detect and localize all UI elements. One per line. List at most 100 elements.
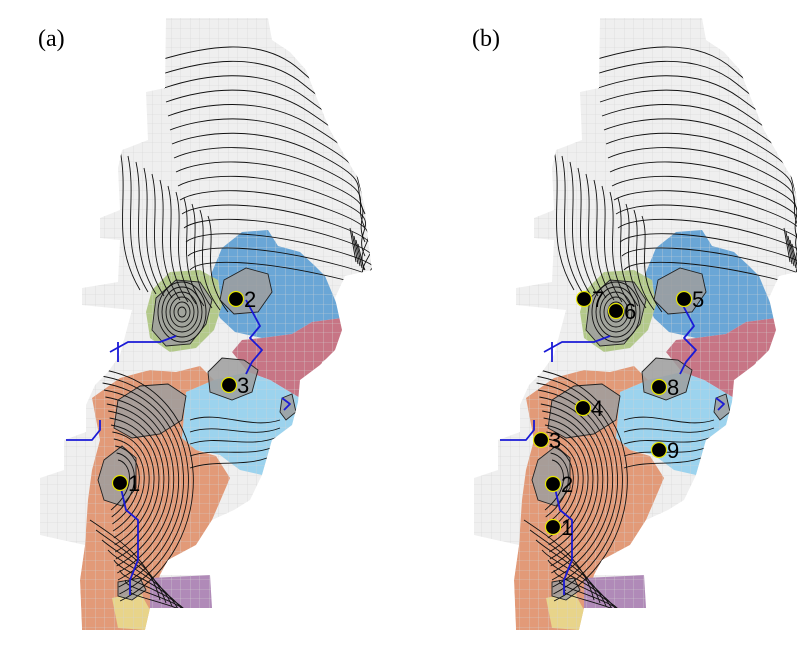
contour-line [103, 389, 179, 581]
contour-line [199, 209, 221, 311]
contour-line [151, 173, 173, 299]
marker-dot [574, 399, 592, 417]
contour-line [617, 218, 797, 299]
river-6 [715, 397, 725, 411]
marker-dot [544, 475, 562, 493]
marker-dot [220, 376, 238, 394]
marker-label: 4 [591, 396, 603, 421]
contour-line [110, 459, 130, 511]
marker-label: 7 [592, 287, 604, 312]
marker-2: 2 [544, 472, 573, 497]
contour-line [619, 233, 797, 313]
contour-line [175, 191, 197, 305]
contour-line [159, 179, 181, 301]
panel-b-label: (b) [472, 26, 500, 52]
contour-line [177, 306, 187, 318]
contour-line [591, 281, 641, 343]
contour-line [599, 291, 633, 333]
contour-line [165, 291, 199, 333]
river-1 [109, 335, 177, 353]
contour-line [351, 231, 359, 265]
contour-line [593, 179, 615, 301]
contour-line [353, 235, 361, 267]
river-3 [500, 420, 535, 441]
marker-dot [544, 518, 562, 536]
lake-4 [653, 267, 707, 315]
panel-a-label: (a) [38, 26, 65, 52]
contour-line [561, 155, 583, 293]
contour-line [789, 239, 797, 269]
marker-3: 3 [532, 428, 561, 453]
contour-line [207, 215, 229, 313]
marker-dot [111, 474, 129, 492]
contour-line [609, 191, 631, 305]
contour-line [112, 438, 145, 532]
marker-dot [650, 441, 668, 459]
contour-line [613, 190, 797, 271]
contour-line [181, 204, 372, 285]
contour-line [171, 132, 366, 215]
river-4 [553, 483, 573, 595]
contour-line [601, 185, 623, 303]
contour-line [523, 519, 595, 601]
contour-line [603, 296, 629, 328]
marker-label: 3 [549, 428, 561, 453]
contour-line [609, 161, 797, 243]
marker-8: 8 [650, 375, 679, 400]
contour-line [535, 539, 607, 607]
river-4 [119, 483, 139, 595]
contour-line [161, 286, 203, 338]
map-panel-a: 123 [40, 18, 372, 630]
marker-1: 1 [544, 515, 573, 540]
contour-line [143, 167, 165, 297]
contour-line [633, 209, 655, 311]
contour-line [785, 231, 793, 265]
contour-line [546, 431, 584, 539]
marker-4: 4 [574, 396, 603, 421]
contour-line [349, 227, 357, 263]
marker-dot [227, 290, 245, 308]
contour-line [577, 167, 599, 297]
contour-line [179, 190, 369, 271]
river-3 [66, 420, 101, 441]
contour-line [111, 452, 135, 518]
marker-dot [575, 290, 593, 308]
contour-line [537, 389, 613, 581]
contour-line [135, 161, 157, 295]
marker-2: 2 [227, 287, 256, 312]
river-5 [245, 299, 263, 375]
panel-a: 123 [40, 18, 372, 630]
contour-line [585, 173, 607, 299]
marker-9: 9 [650, 438, 679, 463]
contour-line [105, 396, 175, 574]
contour-line [544, 459, 564, 511]
contour-line [533, 368, 628, 602]
contour-line [607, 147, 797, 229]
contour-line [787, 235, 795, 267]
contour-line [177, 175, 366, 257]
contour-line [617, 197, 639, 307]
contour-line [529, 529, 601, 604]
marker-label: 1 [128, 471, 140, 496]
contour-line [540, 403, 604, 567]
river-1 [543, 335, 611, 353]
contour-line [569, 161, 591, 295]
marker-dot [675, 290, 693, 308]
marker-dot [650, 378, 668, 396]
contour-line [175, 161, 366, 243]
contour-line [546, 445, 574, 525]
marker-1: 1 [111, 471, 140, 496]
map-layers [40, 18, 372, 630]
contour-line [189, 435, 281, 445]
contour-line [536, 382, 618, 588]
contour-line [109, 417, 160, 553]
contour-line [112, 431, 150, 539]
contour-line [95, 529, 167, 604]
contour-line [544, 424, 589, 546]
contour-line [357, 243, 365, 271]
contour-line [169, 296, 195, 328]
contour-line [167, 185, 189, 303]
marker-label: 9 [667, 438, 679, 463]
